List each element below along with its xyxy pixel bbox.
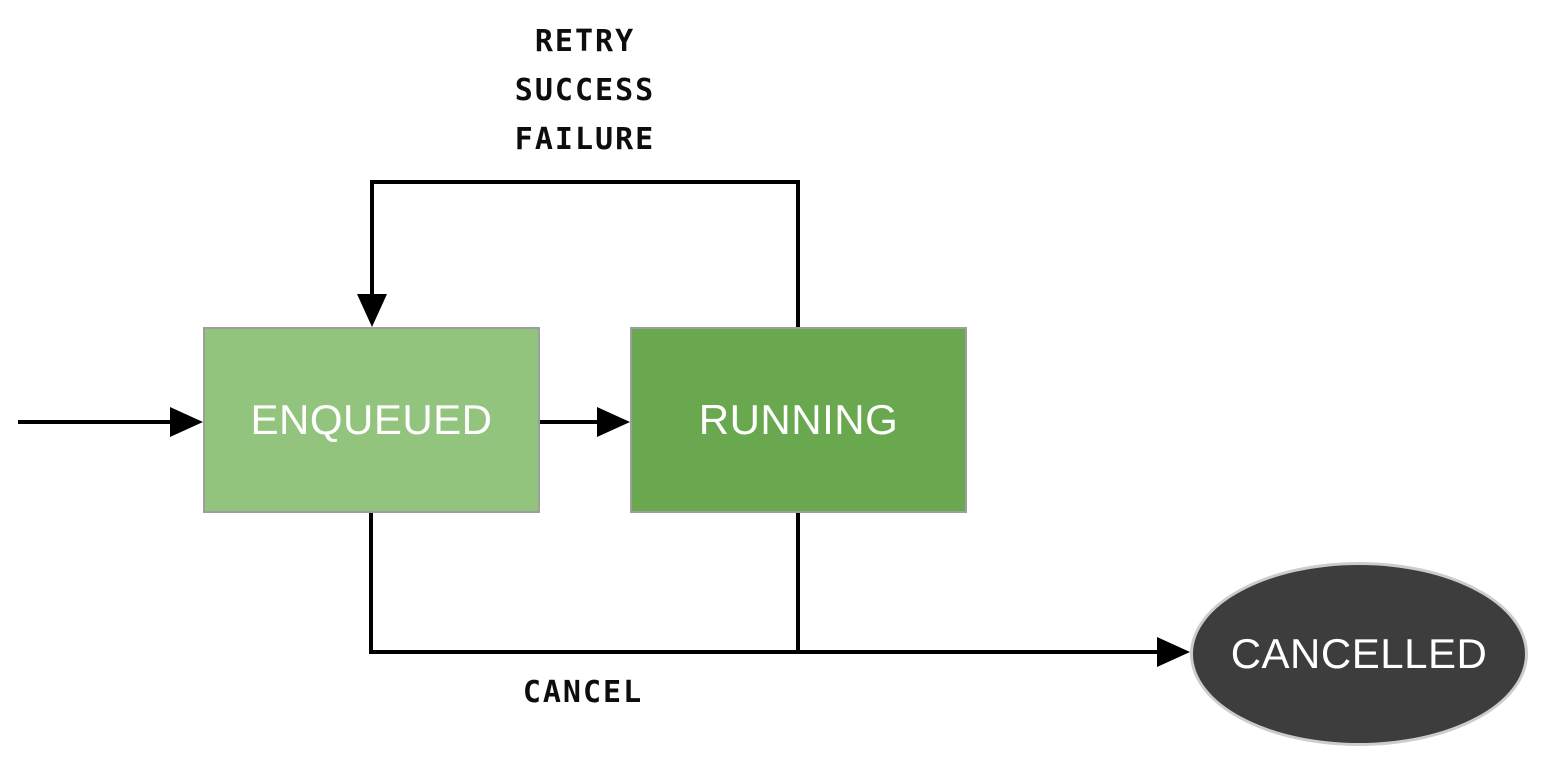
node-cancelled-label: CANCELLED (1230, 630, 1488, 677)
node-running: RUNNING (630, 327, 967, 513)
edge-enqueued-to-running (540, 407, 630, 437)
loop-edge-labels: RETRY SUCCESS FAILURE (515, 17, 655, 164)
edge-running-to-enqueued-loop (357, 180, 800, 327)
node-cancelled: CANCELLED (1190, 562, 1528, 746)
cancel-edge-label: CANCEL (522, 675, 644, 710)
node-running-label: RUNNING (698, 396, 899, 443)
node-enqueued: ENQUEUED (203, 327, 540, 513)
arrowhead-right-icon (1157, 637, 1190, 667)
edge-line (370, 180, 800, 327)
edge-start-to-enqueued (18, 407, 203, 437)
edge-cancel-to-cancelled (369, 513, 1190, 667)
arrowhead-down-icon (357, 294, 387, 327)
arrowhead-right-icon (597, 407, 630, 437)
loop-label-success: SUCCESS (514, 73, 656, 108)
edge-line (369, 513, 1158, 654)
node-enqueued-label: ENQUEUED (250, 396, 493, 443)
loop-label-retry: RETRY (534, 24, 636, 59)
loop-label-failure: FAILURE (514, 122, 656, 157)
arrowhead-right-icon (170, 407, 203, 437)
